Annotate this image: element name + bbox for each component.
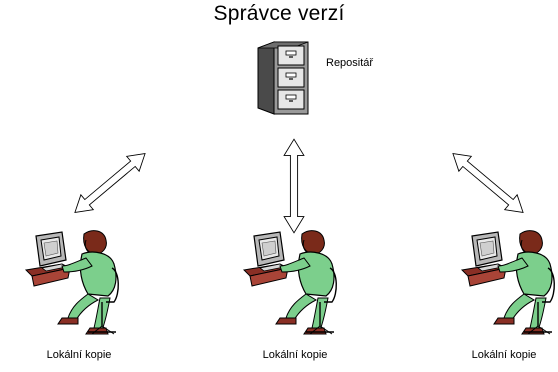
repository-label: Repositář [326,57,374,69]
diagram-title: Správce verzí [213,2,345,25]
local-copy-label-3: Lokální kopie [471,349,537,361]
user-at-computer-icon [25,229,119,335]
filing-cabinet-icon [257,41,309,115]
right-sync-arrow-icon [446,145,530,221]
center-sync-arrow-icon [283,138,305,234]
local-copy-label-1: Lokální kopie [46,349,112,361]
left-sync-arrow-icon [68,145,152,221]
user-at-computer-icon [243,229,337,335]
user-at-computer-icon [461,229,555,335]
local-copy-label-2: Lokální kopie [262,349,328,361]
